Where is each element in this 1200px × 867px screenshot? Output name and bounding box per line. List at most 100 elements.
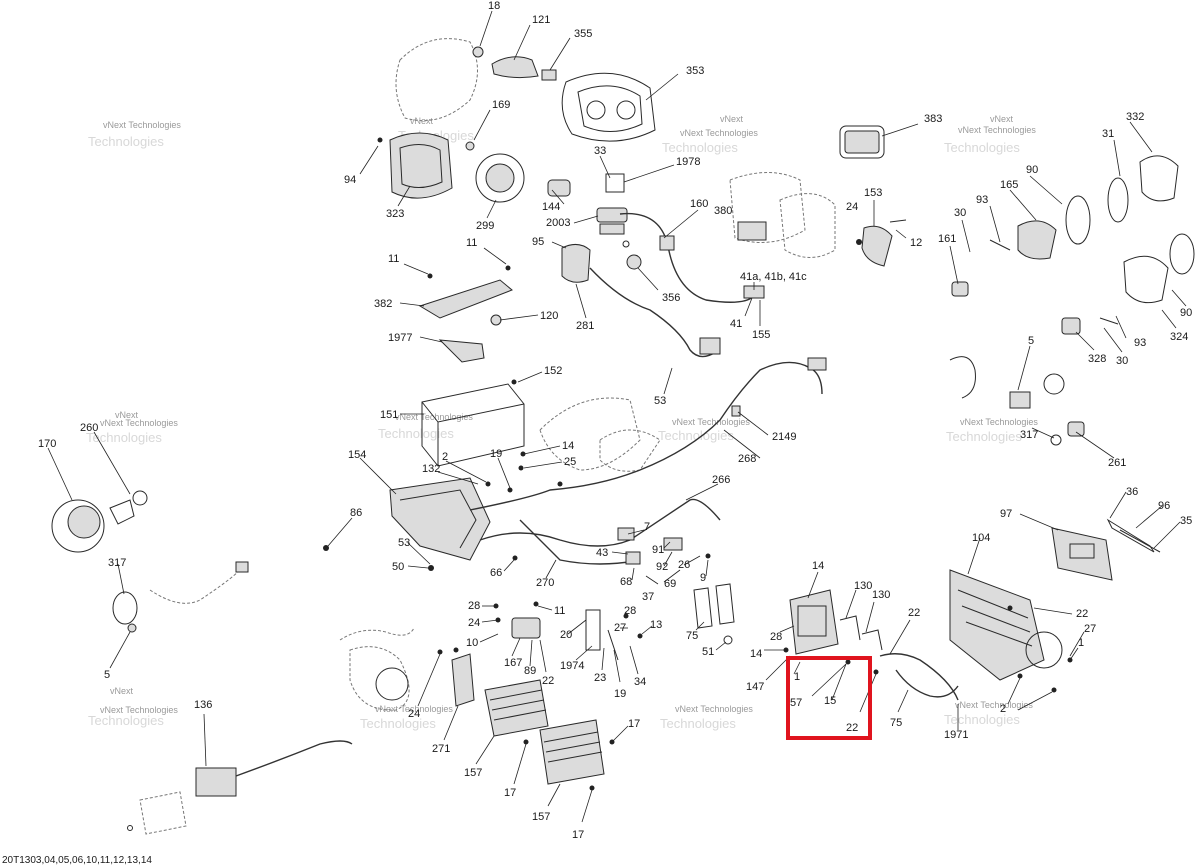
callout-13[interactable]: 13	[650, 619, 662, 631]
callout-104[interactable]: 104	[972, 532, 990, 544]
callout-1[interactable]: 1	[794, 671, 800, 683]
callout-86[interactable]: 86	[350, 507, 362, 519]
callout-28[interactable]: 28	[468, 600, 480, 612]
callout-7[interactable]: 7	[644, 521, 650, 533]
callout-170[interactable]: 170	[38, 438, 56, 450]
callout-20[interactable]: 20	[560, 629, 572, 641]
callout-2003[interactable]: 2003	[546, 217, 570, 229]
callout-91[interactable]: 91	[652, 544, 664, 556]
callout-11c[interactable]: 11	[554, 605, 565, 617]
callout-151[interactable]: 151	[380, 409, 398, 421]
callout-93b[interactable]: 93	[1134, 337, 1146, 349]
callout-24c[interactable]: 24	[408, 708, 420, 720]
callout-30b[interactable]: 30	[1116, 355, 1128, 367]
callout-14b[interactable]: 14	[812, 560, 824, 572]
callout-34[interactable]: 34	[634, 676, 646, 688]
callout-157[interactable]: 157	[464, 767, 482, 779]
callout-68[interactable]: 68	[620, 576, 632, 588]
callout-19b[interactable]: 19	[614, 688, 626, 700]
callout-25[interactable]: 25	[564, 456, 576, 468]
callout-167[interactable]: 167	[504, 657, 522, 669]
callout-31[interactable]: 31	[1102, 128, 1114, 140]
callout-332[interactable]: 332	[1126, 111, 1144, 123]
callout-356[interactable]: 356	[662, 292, 680, 304]
callout-144[interactable]: 144	[542, 201, 560, 213]
callout-2[interactable]: 2	[442, 451, 448, 463]
callout-9[interactable]: 9	[700, 572, 706, 584]
callout-24[interactable]: 24	[846, 201, 858, 213]
callout-1971[interactable]: 1971	[944, 729, 968, 741]
callout-26[interactable]: 26	[678, 559, 690, 571]
callout-41[interactable]: 41	[730, 318, 742, 330]
callout-51[interactable]: 51	[702, 646, 714, 658]
callout-10[interactable]: 10	[466, 637, 478, 649]
callout-355[interactable]: 355	[574, 28, 592, 40]
callout-136[interactable]: 136	[194, 699, 212, 711]
callout-75[interactable]: 75	[686, 630, 698, 642]
callout-36[interactable]: 36	[1126, 486, 1138, 498]
callout-97[interactable]: 97	[1000, 508, 1012, 520]
callout-165[interactable]: 165	[1000, 179, 1018, 191]
callout-95[interactable]: 95	[532, 236, 544, 248]
callout-24b[interactable]: 24	[468, 617, 480, 629]
callout-5b[interactable]: 5	[104, 669, 110, 681]
callout-169[interactable]: 169	[492, 99, 510, 111]
callout-154[interactable]: 154	[348, 449, 366, 461]
callout-22[interactable]: 22	[542, 675, 554, 687]
callout-22c[interactable]: 22	[846, 722, 858, 734]
callout-1978[interactable]: 1978	[676, 156, 700, 168]
callout-281[interactable]: 281	[576, 320, 594, 332]
callout-66[interactable]: 66	[490, 567, 502, 579]
callout-299[interactable]: 299	[476, 220, 494, 232]
callout-27[interactable]: 27	[614, 622, 626, 634]
callout-96[interactable]: 96	[1158, 500, 1170, 512]
callout-23[interactable]: 23	[594, 672, 606, 684]
callout-2149[interactable]: 2149	[772, 431, 796, 443]
callout-37[interactable]: 37	[642, 591, 654, 603]
callout-90b[interactable]: 90	[1180, 307, 1192, 319]
callout-28c[interactable]: 28	[770, 631, 782, 643]
callout-12[interactable]: 12	[910, 237, 922, 249]
callout-121[interactable]: 121	[532, 14, 550, 26]
callout-50[interactable]: 50	[392, 561, 404, 573]
callout-152[interactable]: 152	[544, 365, 562, 377]
callout-89[interactable]: 89	[524, 665, 536, 677]
callout-30[interactable]: 30	[954, 207, 966, 219]
callout-1977[interactable]: 1977	[388, 332, 412, 344]
callout-380[interactable]: 380	[714, 205, 732, 217]
callout-317[interactable]: 317	[1020, 429, 1038, 441]
callout-353[interactable]: 353	[686, 65, 704, 77]
callout-120[interactable]: 120	[540, 310, 558, 322]
callout-160[interactable]: 160	[690, 198, 708, 210]
callout-27b[interactable]: 27	[1084, 623, 1096, 635]
callout-92[interactable]: 92	[656, 561, 668, 573]
callout-15[interactable]: 15	[824, 695, 836, 707]
callout-5[interactable]: 5	[1028, 335, 1034, 347]
callout-53[interactable]: 53	[654, 395, 666, 407]
callout-22d[interactable]: 22	[1076, 608, 1088, 620]
callout-1b[interactable]: 1	[1078, 637, 1084, 649]
callout-268[interactable]: 268	[738, 453, 756, 465]
callout-155[interactable]: 155	[752, 329, 770, 341]
callout-35[interactable]: 35	[1180, 515, 1192, 527]
callout-43[interactable]: 43	[596, 547, 608, 559]
callout-323[interactable]: 323	[386, 208, 404, 220]
callout-18[interactable]: 18	[488, 0, 500, 12]
callout-11b[interactable]: 11	[466, 237, 477, 249]
callout-132[interactable]: 132	[422, 463, 440, 475]
callout-90[interactable]: 90	[1026, 164, 1038, 176]
callout-157b[interactable]: 157	[532, 811, 550, 823]
callout-130[interactable]: 130	[854, 580, 872, 592]
callout-161[interactable]: 161	[938, 233, 956, 245]
callout-19[interactable]: 19	[490, 448, 502, 460]
callout-22b[interactable]: 22	[908, 607, 920, 619]
callout-17c[interactable]: 17	[572, 829, 584, 841]
callout-328[interactable]: 328	[1088, 353, 1106, 365]
callout-75b[interactable]: 75	[890, 717, 902, 729]
callout-324[interactable]: 324	[1170, 331, 1188, 343]
callout-17[interactable]: 17	[628, 718, 640, 730]
callout-69[interactable]: 69	[664, 578, 676, 590]
callout-270[interactable]: 270	[536, 577, 554, 589]
callout-28b[interactable]: 28	[624, 605, 636, 617]
callout-1974[interactable]: 1974	[560, 660, 584, 672]
